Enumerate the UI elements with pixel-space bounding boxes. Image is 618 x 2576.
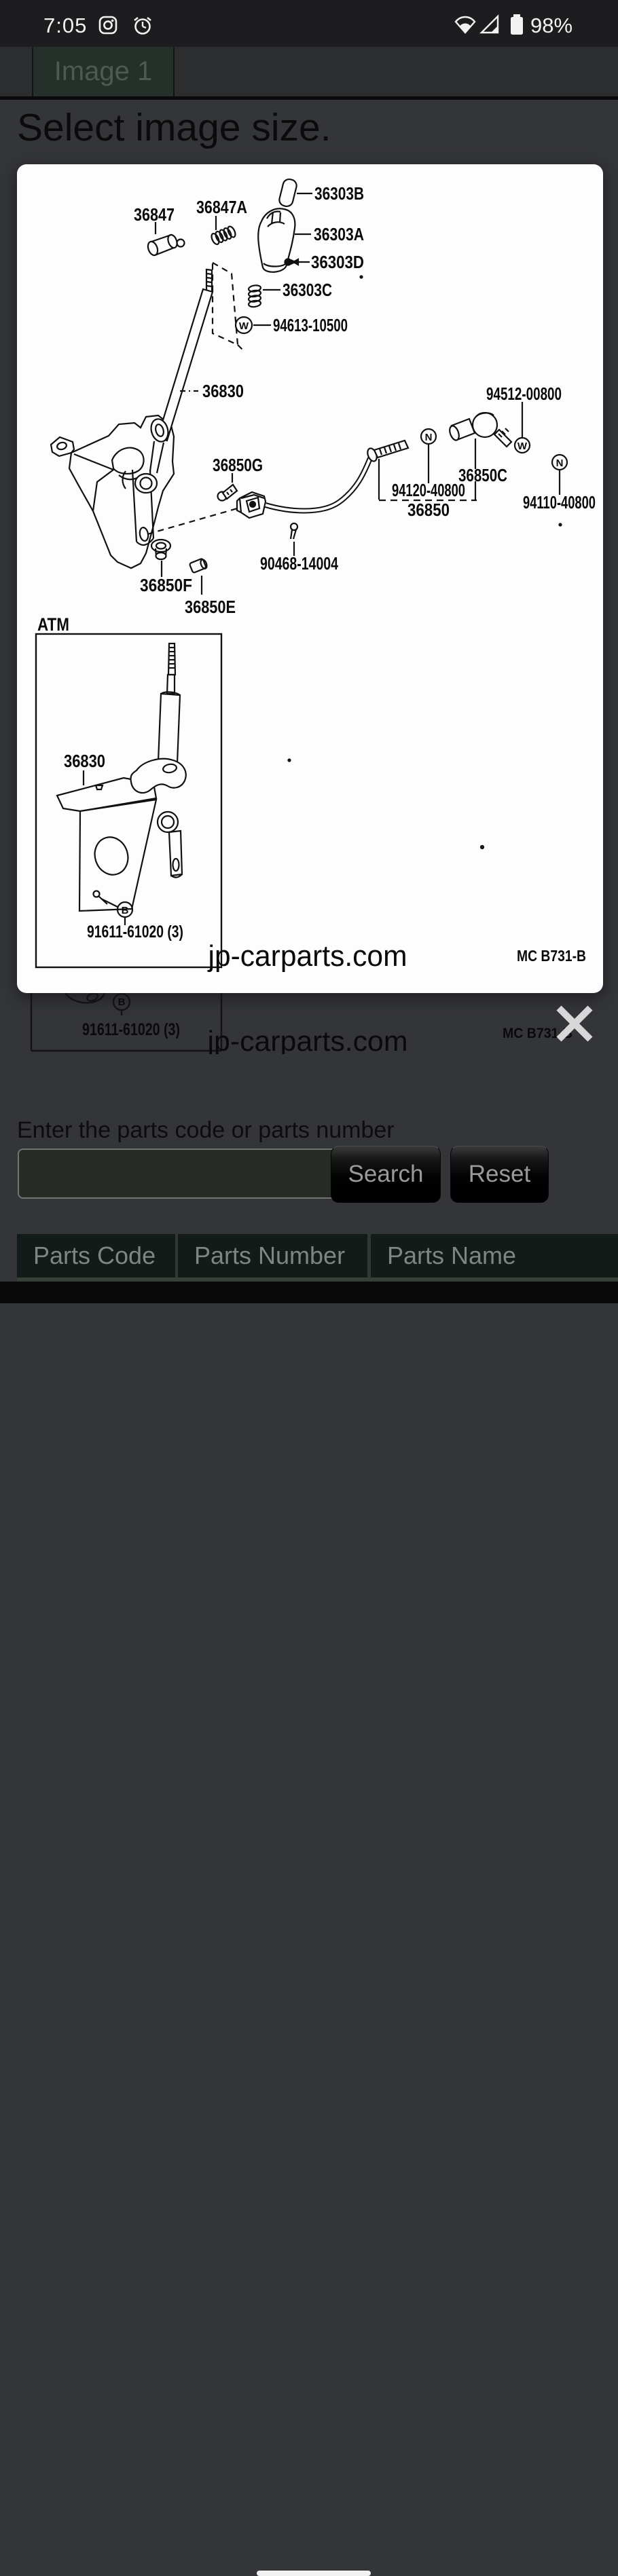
image-size-dialog: 36303B 36847A 36847 36303A 36303D 36303C…: [17, 164, 603, 993]
part-label-36850: 36850: [407, 500, 450, 520]
close-icon: [556, 1005, 593, 1042]
search-button[interactable]: Search: [331, 1146, 441, 1203]
part-label-94120-40800: 94120-40800: [392, 480, 465, 500]
part-label-36303C: 36303C: [283, 280, 332, 300]
marker-n-1: N: [425, 432, 433, 443]
atm-section-label: ATM: [37, 614, 69, 635]
watermark: jp-carparts.com: [207, 939, 407, 973]
marker-w-1: W: [239, 320, 249, 332]
part-label-91611-61020: 91611-61020 (3): [87, 922, 183, 941]
part-label-36303A: 36303A: [314, 224, 364, 244]
cellular-signal-icon: [479, 14, 499, 34]
tab-image-1-label: Image 1: [54, 56, 153, 86]
part-label-36303B: 36303B: [314, 183, 364, 204]
dim-marker-b: B: [118, 996, 126, 1008]
part-label-36830: 36830: [202, 381, 244, 401]
part-label-36850F: 36850F: [140, 575, 192, 595]
part-label-36303D: 36303D: [311, 252, 364, 272]
part-label-94613-10500: 94613-10500: [273, 315, 348, 335]
reset-button[interactable]: Reset: [450, 1146, 549, 1203]
table-header-parts-name: Parts Name: [371, 1234, 618, 1277]
part-label-36850G: 36850G: [213, 455, 263, 475]
part-label-atm-36830: 36830: [64, 751, 105, 771]
battery-icon: [511, 14, 523, 35]
parts-search-input[interactable]: [18, 1149, 341, 1199]
gesture-nav-bar: [0, 1282, 618, 2576]
part-label-90468-14004: 90468-14004: [260, 553, 338, 574]
tab-image-1[interactable]: Image 1: [32, 47, 175, 96]
search-form-label: Enter the parts code or parts number: [17, 1117, 395, 1143]
marker-b-1: B: [122, 905, 129, 916]
diagram-part-labels: 36303B 36847A 36847 36303A 36303D 36303C…: [37, 183, 596, 973]
marker-w-2: W: [517, 441, 528, 452]
dim-bolt-label: 91611-61020 (3): [82, 1020, 180, 1039]
table-body-row-sliver: [17, 1277, 618, 1282]
part-label-36847: 36847: [134, 204, 175, 225]
battery-percent: 98%: [530, 14, 573, 37]
instagram-notification-icon: [98, 16, 117, 35]
part-label-94512-00800: 94512-00800: [486, 384, 562, 404]
dim-watermark: jp-carparts.com: [206, 1025, 407, 1054]
close-button[interactable]: [554, 1003, 595, 1044]
marker-n-2: N: [556, 458, 564, 469]
gesture-pill[interactable]: [257, 2571, 371, 2576]
table-header-parts-number: Parts Number: [178, 1234, 367, 1277]
doc-code: MC B731-B: [517, 947, 586, 965]
status-clock: 7:05: [43, 14, 88, 37]
tab-bar-divider: [0, 96, 618, 100]
part-label-36850E: 36850E: [185, 597, 236, 617]
part-label-94110-40800: 94110-40800: [523, 492, 596, 512]
tab-bar: Image 1: [0, 47, 618, 100]
part-label-36850C: 36850C: [458, 465, 507, 485]
parts-diagram: 36303B 36847A 36847 36303A 36303D 36303C…: [35, 178, 596, 973]
page-title: Select image size.: [17, 106, 331, 149]
status-bar: 7:05 98%: [0, 0, 618, 47]
part-label-36847A: 36847A: [196, 197, 247, 217]
diagram-line-art: [35, 178, 568, 969]
dim-doc-code: MC B731-B: [503, 1026, 572, 1041]
wifi-icon: [454, 16, 476, 34]
alarm-icon: [134, 16, 151, 35]
dimmed-background-image: B 91611-61020 (3) jp-carparts.com MC B73…: [30, 993, 572, 1054]
table-header-parts-code: Parts Code: [17, 1234, 175, 1277]
